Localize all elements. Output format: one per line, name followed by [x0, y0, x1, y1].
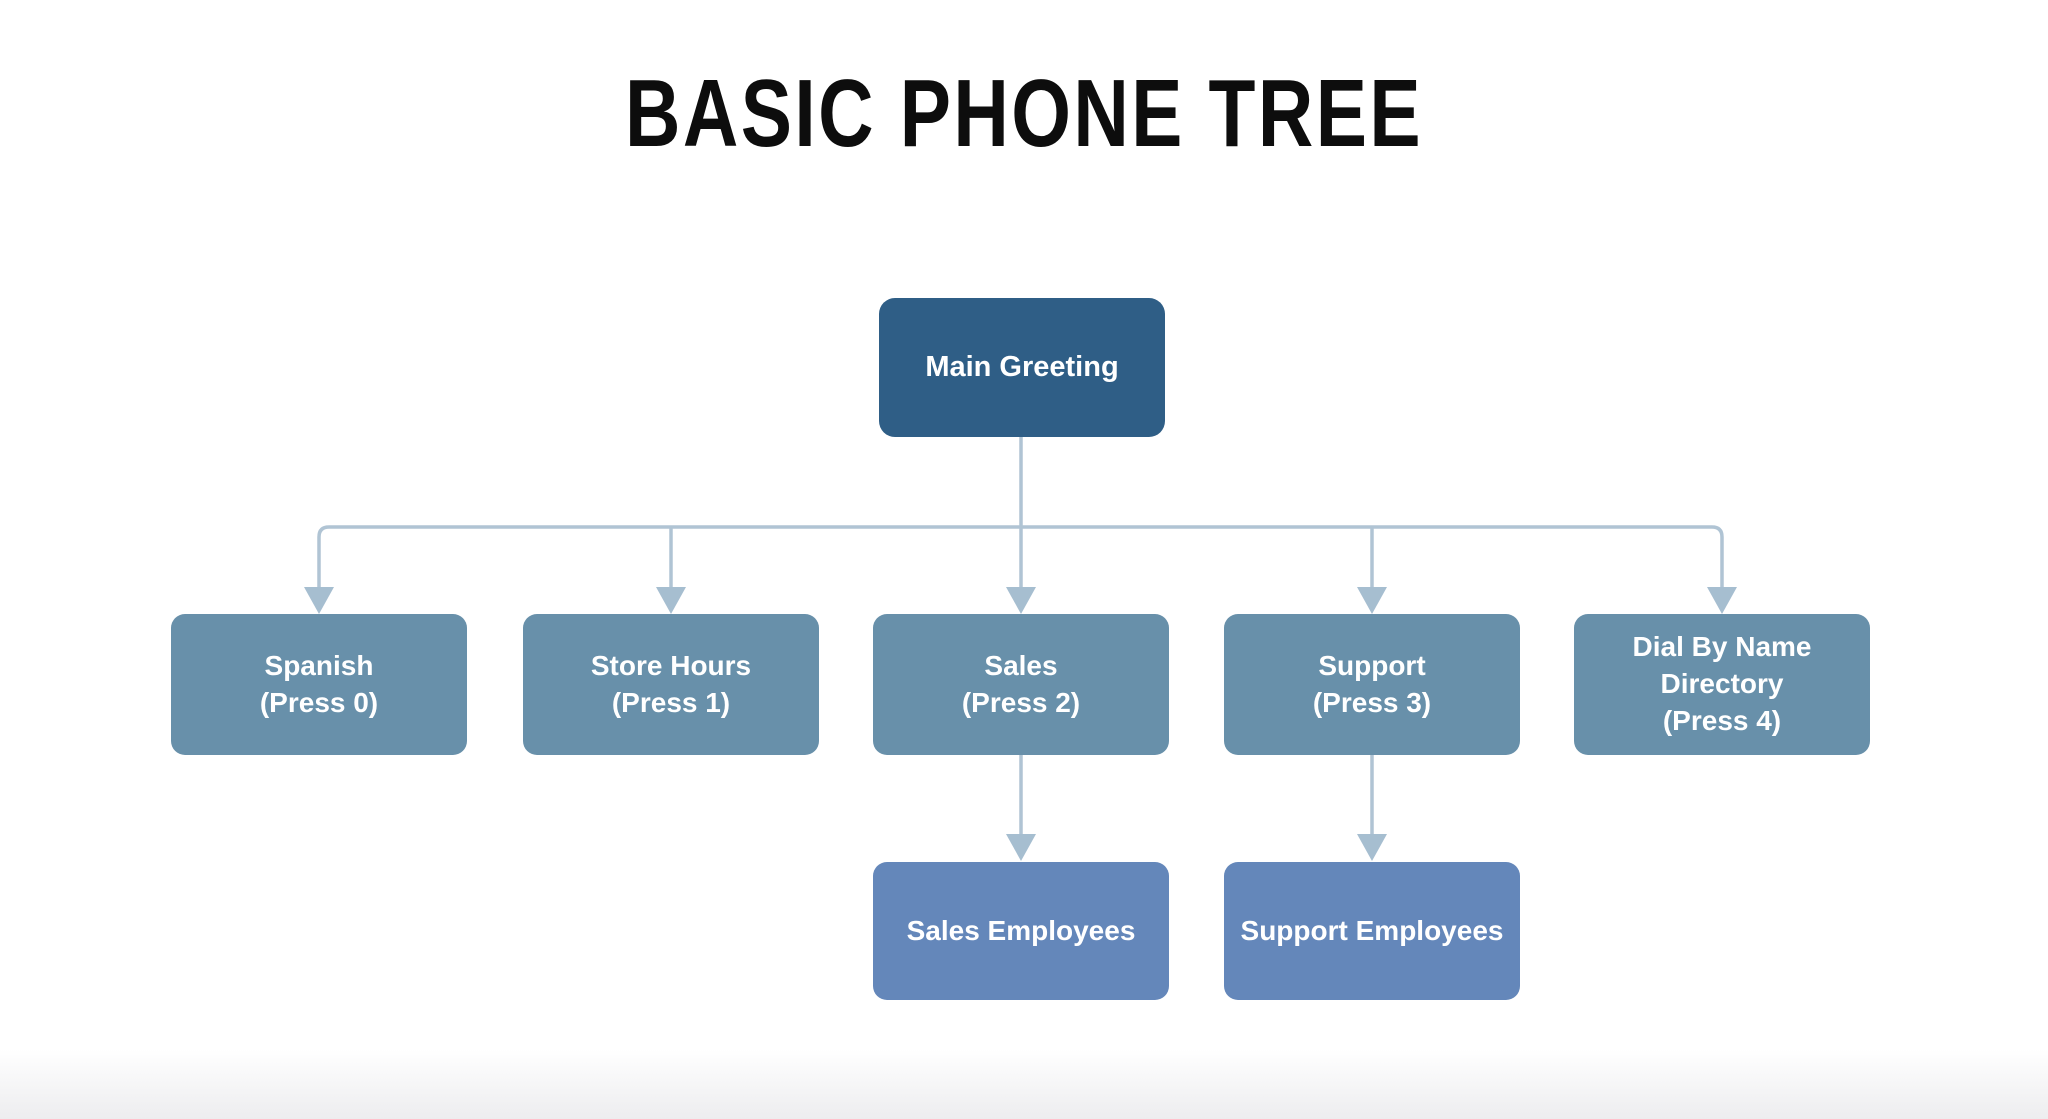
- node-main-greeting: Main Greeting: [879, 298, 1165, 437]
- node-sales-employees-label: Sales Employees: [906, 914, 1136, 946]
- arrowhead-store-hours: [656, 587, 686, 614]
- node-spanish-label: Spanish (Press 0): [259, 649, 379, 718]
- bottom-fade: [0, 1049, 2048, 1119]
- arrowhead-sales-employees: [1006, 834, 1036, 861]
- connector-horizontal-bar: [317, 525, 1724, 588]
- page-title: BASIC PHONE TREE: [625, 60, 1423, 167]
- node-sales: Sales (Press 2): [873, 614, 1169, 755]
- node-support-employees: Support Employees: [1224, 862, 1520, 1000]
- arrowhead-dial-by-name: [1707, 587, 1737, 614]
- node-spanish: Spanish (Press 0): [171, 614, 467, 755]
- node-support-employees-label: Support Employees: [1240, 914, 1504, 946]
- node-support-label: Support (Press 3): [1312, 649, 1432, 718]
- node-support: Support (Press 3): [1224, 614, 1520, 755]
- node-store-hours: Store Hours (Press 1): [523, 614, 819, 755]
- node-sales-employees: Sales Employees: [873, 862, 1169, 1000]
- arrowhead-support-employees: [1357, 834, 1387, 861]
- node-sales-label: Sales (Press 2): [961, 649, 1081, 718]
- arrowhead-sales: [1006, 587, 1036, 614]
- node-store-hours-label: Store Hours (Press 1): [590, 649, 752, 718]
- node-dial-by-name-directory: Dial By Name Directory (Press 4): [1574, 614, 1870, 755]
- arrowhead-spanish: [304, 587, 334, 614]
- node-main-greeting-label: Main Greeting: [925, 351, 1119, 384]
- arrowhead-support: [1357, 587, 1387, 614]
- node-dial-by-name-directory-label: Dial By Name Directory (Press 4): [1632, 631, 1812, 736]
